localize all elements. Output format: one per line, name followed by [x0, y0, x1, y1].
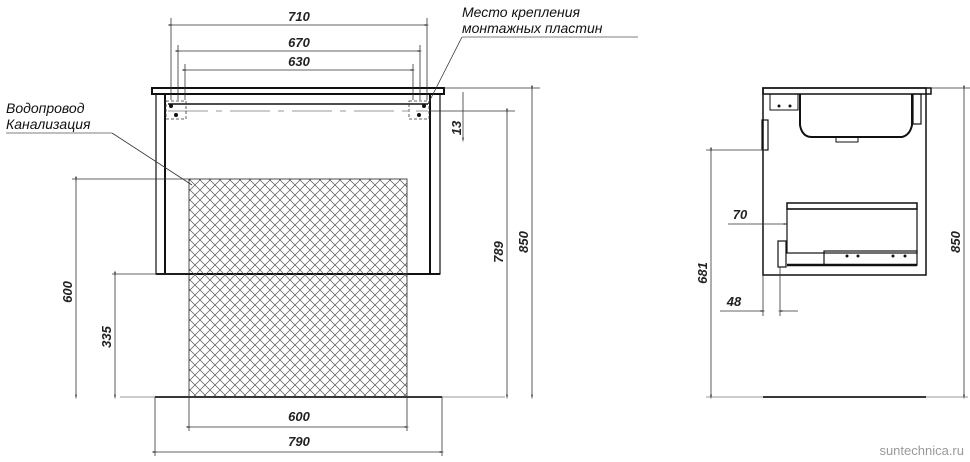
dim-600-horizontal: 600 [288, 409, 310, 424]
mounting-note-line2: монтажных пластин [462, 20, 603, 36]
countertop [151, 87, 445, 95]
utility-zone [188, 178, 408, 398]
dim-48: 48 [726, 294, 742, 309]
dim-850-side: 850 [948, 230, 963, 252]
dim-70: 70 [733, 207, 748, 222]
dim-630: 630 [288, 54, 310, 69]
dim-789: 789 [491, 240, 506, 262]
dim-850-front: 850 [516, 230, 531, 252]
dim-790: 790 [288, 434, 310, 449]
dim-670: 670 [288, 35, 310, 50]
dim-13: 13 [449, 120, 464, 135]
drawer [786, 202, 918, 210]
pipes-note-line1: Водопровод [6, 100, 85, 116]
side-cabinet [762, 87, 927, 276]
watermark: suntechnica.ru [879, 443, 964, 458]
mount-plate-left [165, 100, 187, 120]
dim-710: 710 [288, 9, 310, 24]
basin [799, 94, 913, 138]
dim-335: 335 [99, 325, 114, 347]
pipes-note-line2: Канализация [6, 116, 91, 132]
dim-600-vertical: 600 [60, 280, 75, 302]
mount-plate-right [408, 100, 430, 120]
mounting-note-line1: Место крепления [462, 4, 581, 20]
side-countertop [762, 87, 932, 95]
dim-681: 681 [695, 262, 710, 284]
front-view: 710 670 630 Место крепления монтажных пл… [6, 4, 638, 456]
side-view: 70 48 681 850 [695, 85, 970, 400]
